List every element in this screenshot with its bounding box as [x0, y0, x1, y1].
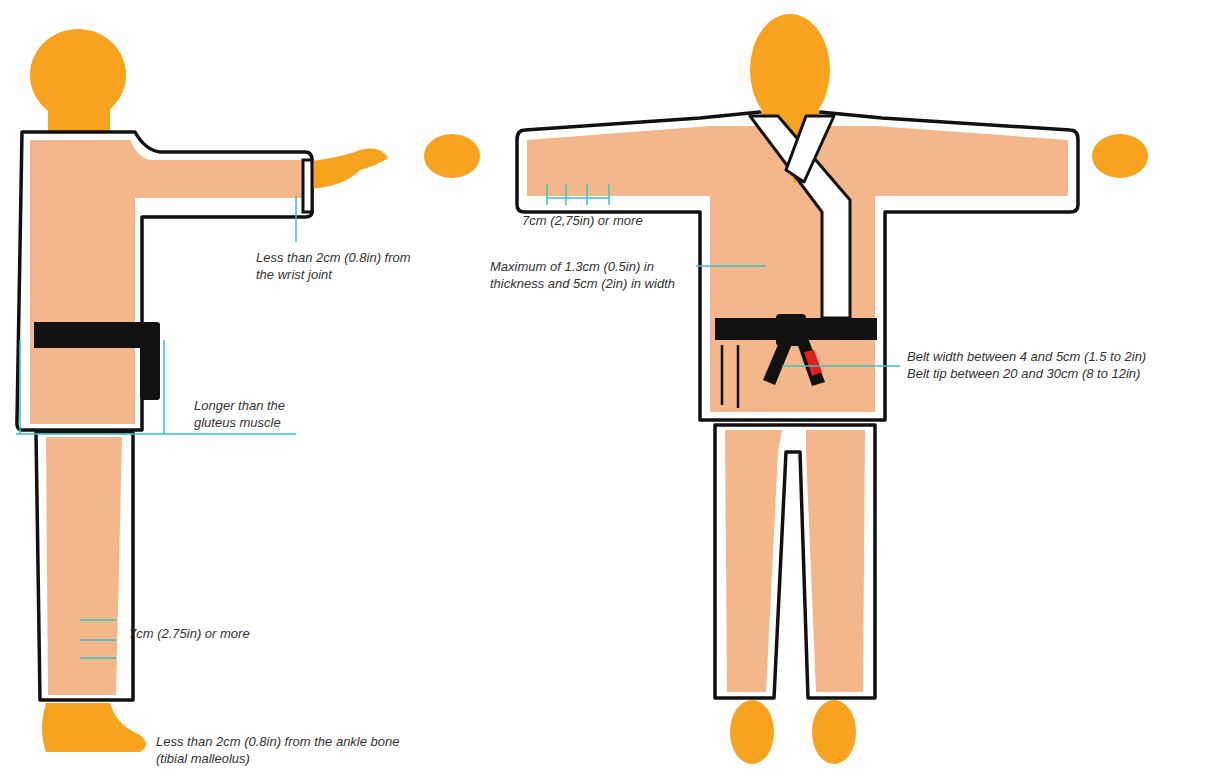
dimension-note: 7cm (2,75in) or more — [522, 212, 692, 229]
dimension-note: Belt width between 4 and 5cm (1.5 to 2in… — [907, 348, 1225, 365]
dimension-note: Less than 2cm (0.8in) from the wrist joi… — [256, 249, 426, 283]
front-figure — [424, 14, 1148, 764]
dimension-note: 7cm (2.75in) or more — [129, 625, 309, 642]
side-figure — [16, 29, 388, 752]
dimension-note: Longer than the gluteus muscle — [194, 397, 329, 431]
dimension-note: Belt tip between 20 and 30cm (8 to 12in) — [907, 365, 1225, 382]
dimension-note: Maximum of 1.3cm (0.5in) in thickness an… — [490, 258, 696, 292]
dimension-note: Less than 2cm (0.8in) from the ankle bon… — [156, 733, 426, 767]
